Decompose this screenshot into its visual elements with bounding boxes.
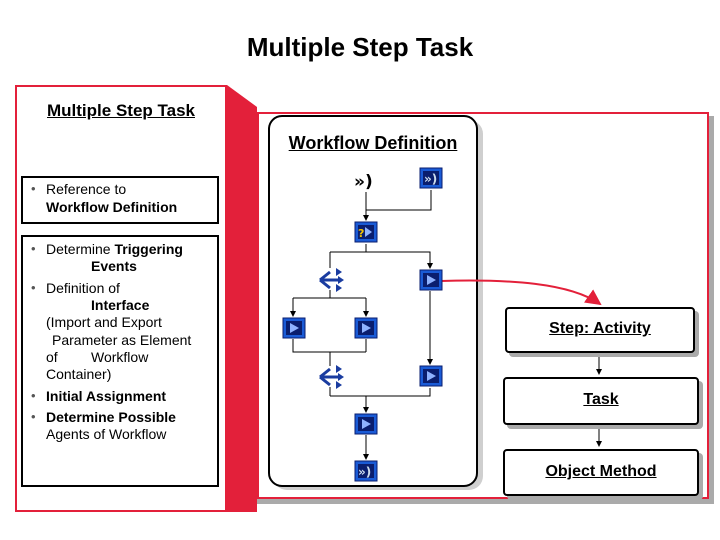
activity-icon (354, 413, 378, 435)
svg-text:»): ») (424, 172, 437, 186)
item-interface-line4: Parameter as Element (52, 332, 192, 348)
item-triggering-prefix: Determine (46, 241, 115, 257)
connector-line (366, 190, 432, 211)
fork-icon (319, 268, 344, 292)
item-initial-assignment: Initial Assignment (46, 388, 167, 404)
activity-icon (419, 269, 443, 291)
object-method-box: Object Method (503, 449, 699, 496)
connector-line (330, 251, 433, 269)
item-interface-line5a: of (46, 349, 58, 365)
item-interface-line5b: Workflow (91, 349, 149, 365)
right-panel-shadow-bottom (257, 499, 709, 504)
bullet-icon: • (31, 409, 36, 424)
item-agents-line2: Agents of Workflow (46, 426, 167, 442)
bullet-icon: • (31, 388, 36, 403)
svg-text:?: ? (358, 227, 364, 240)
details-box: • Determine Triggering Events • Definiti… (21, 235, 219, 487)
item-interface-line6: Container) (46, 366, 112, 382)
page-title: Multiple Step Task (246, 32, 474, 62)
connector-line (330, 388, 431, 397)
item-triggering-line2: Events (91, 258, 137, 274)
task-box: Task (503, 377, 699, 425)
activity-icon (282, 317, 306, 339)
left-panel-side (227, 85, 257, 512)
connector-line (292, 339, 366, 353)
fork-icon (319, 365, 344, 389)
right-panel-shadow-side (709, 116, 714, 504)
end-event-icon: ») (354, 460, 378, 482)
item-triggering-bold: Triggering (114, 241, 183, 257)
step-activity-box: Step: Activity (505, 307, 695, 353)
svg-text:»): ») (358, 465, 371, 479)
item-interface-line3: (Import and Export (46, 314, 162, 330)
item-interface-line2: Interface (91, 297, 150, 313)
item-agents-line1: Determine Possible (46, 409, 176, 425)
ref-line-1: Reference to (46, 181, 127, 197)
link-arrow (440, 279, 602, 306)
item-interface-line1: Definition of (46, 280, 120, 296)
reference-box: • Reference to Workflow Definition (21, 176, 219, 224)
svg-text:»): ») (354, 172, 373, 192)
activity-icon (354, 317, 378, 339)
bullet-icon: • (31, 181, 36, 196)
item-triggering-line1: Determine Triggering (46, 241, 183, 258)
bullet-icon: • (31, 280, 36, 295)
start-event-icon: ») (354, 172, 373, 192)
event-icon: ») (419, 167, 443, 189)
workflow-definition-title: Workflow Definition (288, 133, 458, 153)
bullet-icon: • (31, 241, 36, 256)
left-panel-heading: Multiple Step Task (47, 101, 195, 120)
condition-icon: ? (354, 221, 378, 243)
activity-icon (419, 365, 443, 387)
ref-line-2: Workflow Definition (46, 199, 178, 215)
